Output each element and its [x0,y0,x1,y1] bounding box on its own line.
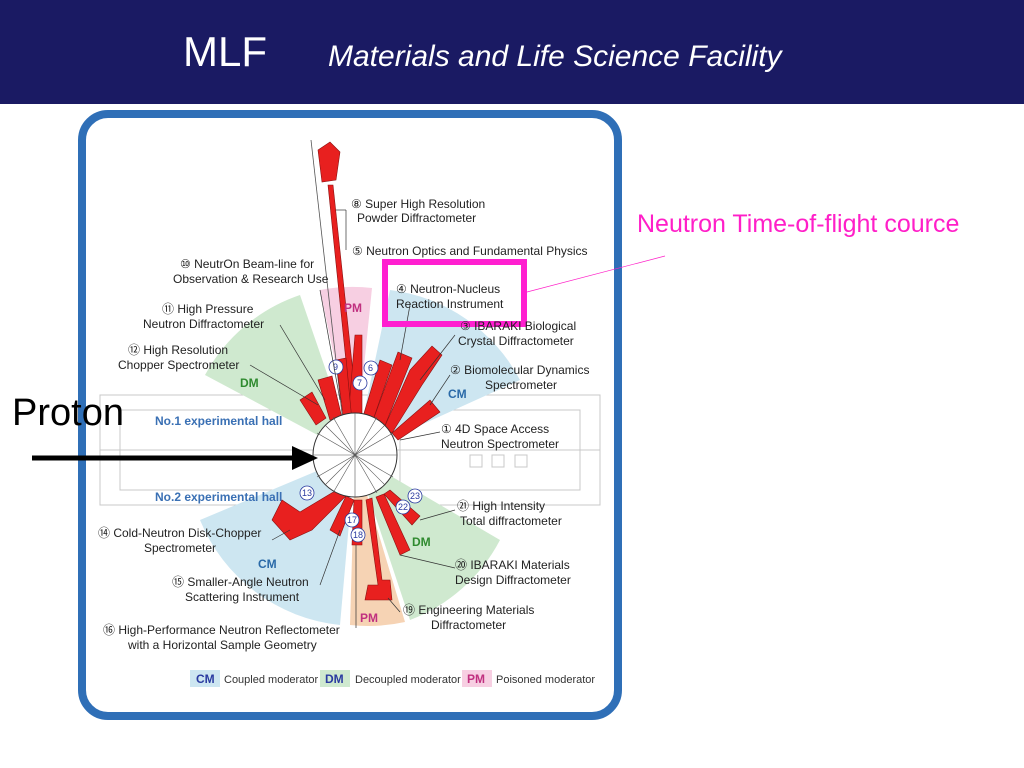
instrument-label: ⑭ Cold-Neutron Disk-Chopper [98,526,261,540]
instrument-label: Diffractometer [431,618,506,632]
instrument-label: ⑯ High-Performance Neutron Reflectometer [103,623,340,637]
pm-zone-south [350,455,405,626]
instrument-label: Powder Diffractometer [357,211,476,225]
instrument-label: ㉑ High Intensity [457,499,545,513]
instrument-label: Design Diffractometer [455,573,571,587]
beamline-guide [310,139,346,441]
instrument-label: ① 4D Space Access [441,422,549,436]
moderator-label: PM [360,611,378,625]
instrument-label: Scattering Instrument [185,590,300,604]
instrument-label: Total diffractometer [460,514,562,528]
instrument-label: Observation & Research Use [173,272,329,286]
legend-tag: CM [196,672,215,686]
legend: CM Coupled moderator DM Decoupled modera… [190,670,595,687]
instrument-label: ⑫ High Resolution [128,343,228,357]
legend-label: Poisoned moderator [496,674,595,686]
legend-swatch-pm [462,670,492,687]
moderator-label: DM [412,535,431,549]
beam-number: 7 [357,378,362,388]
instrument-label: ③ IBARAKI Biological [460,319,576,333]
legend-label: Decoupled moderator [355,674,461,686]
instrument-labels: ⑧ Super High Resolution Powder Diffracto… [98,197,589,652]
hall-label: No.1 experimental hall [155,414,282,428]
instrument-label: Neutron Spectrometer [441,437,559,451]
moderator-label: CM [448,387,467,401]
page-subtitle: Materials and Life Science Facility [328,40,782,73]
hall-label: No.2 experimental hall [155,490,282,504]
beam-number: 9 [333,362,338,372]
legend-tag: PM [467,672,485,686]
facility-diagram: 9 6 7 13 17 18 22 23 No.1 exper [32,110,666,720]
beam-number: 17 [347,515,357,525]
beam-number: 13 [302,488,312,498]
cm-zone-south [200,455,355,625]
instrument-label: ④ Neutron-Nucleus [396,282,500,296]
beam-number: 22 [398,502,408,512]
instrument-label: Neutron Diffractometer [143,317,264,331]
legend-label: Coupled moderator [224,674,319,686]
instrument-label: with a Horizontal Sample Geometry [127,638,317,652]
instrument-label: Crystal Diffractometer [458,334,574,348]
legend-tag: DM [325,672,344,686]
page-title: MLF [183,28,267,75]
proton-label: Proton [12,392,124,434]
north-instruments [299,334,443,441]
instrument-label: ⑮ Smaller-Angle Neutron [172,575,309,589]
callout-label: Neutron Time-of-flight cource [637,210,960,238]
leader-lines [249,209,666,628]
instrument-label: ⑧ Super High Resolution [351,197,485,211]
instrument-label: ⑳ IBARAKI Materials [455,558,570,572]
instrument-label: ② Biomolecular Dynamics [450,363,589,377]
target-station [312,412,398,498]
beam-number: 18 [353,530,363,540]
instrument-label: ⑪ High Pressure [162,302,254,316]
legend-swatch-cm [190,670,220,687]
highlight-box [382,259,527,327]
instrument-label: Chopper Spectrometer [118,358,239,372]
instrument-label: ⑲ Engineering Materials [403,603,534,617]
instrument-label: Spectrometer [485,378,557,392]
moderator-label: PM [344,301,362,315]
beam-number-markers: 9 6 7 13 17 18 22 23 [299,359,423,543]
instrument-label: Reaction Instrument [396,297,504,311]
beam-number: 23 [410,491,420,501]
proton-arrow [32,446,318,470]
moderator-label: DM [240,376,259,390]
legend-swatch-dm [320,670,350,687]
instrument-label: ⑩ NeutrOn Beam-line for [180,257,314,271]
beam-number: 6 [368,363,373,373]
title-bar: MLF Materials and Life Science Facility [0,0,1024,104]
instrument-label: ⑤ Neutron Optics and Fundamental Physics [352,244,588,258]
moderator-label: CM [258,557,277,571]
instrument-label: Spectrometer [144,541,216,555]
